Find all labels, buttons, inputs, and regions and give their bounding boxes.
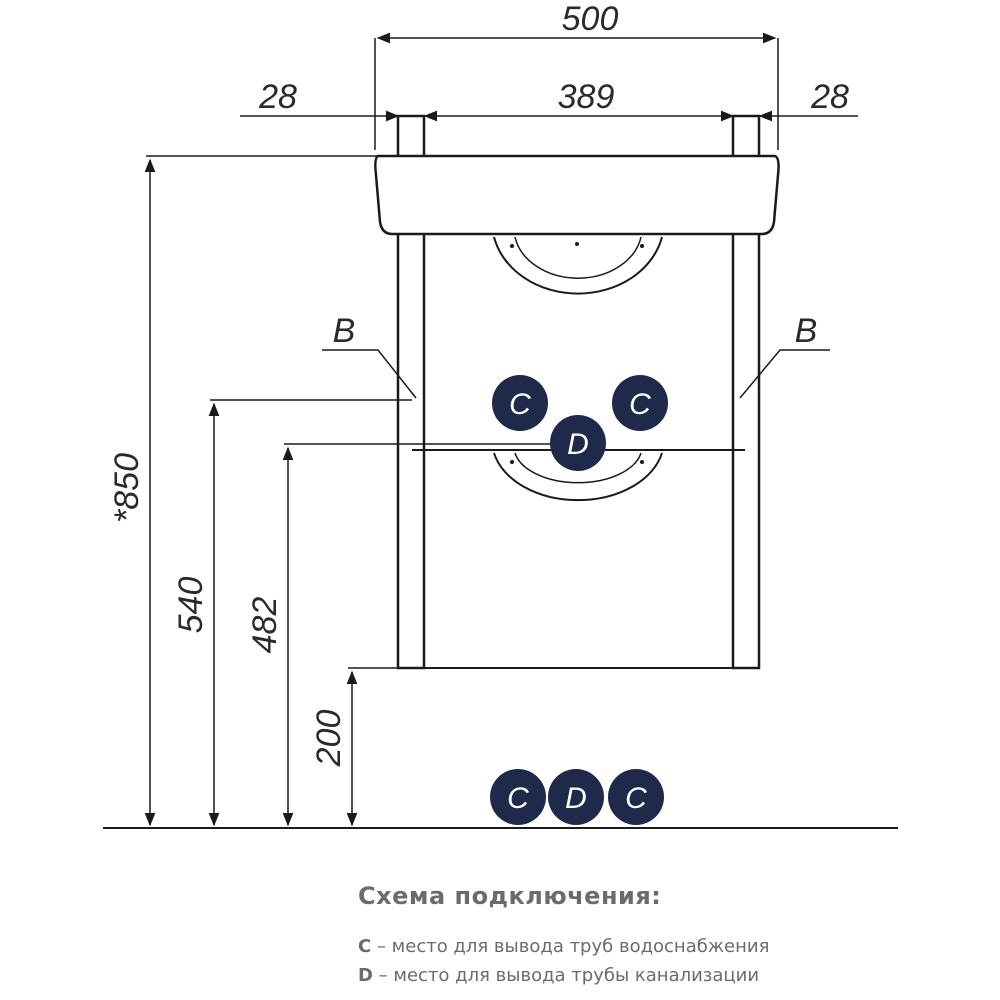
dimension-482: 482 [246,443,560,827]
dimension-540: 540 [172,399,412,827]
dimension-row-2: 28 389 28 [240,78,858,122]
dimension-850: *850 [108,155,385,827]
b-marker-left: B [322,312,417,399]
marker-c-lower-right: C [608,769,664,825]
legend-text-d: – место для вывода трубы канализации [372,965,760,986]
legend-key-c: C [358,936,372,957]
b-left-label: B [333,312,356,350]
svg-text:C: C [507,782,529,815]
svg-text:D: D [567,428,589,461]
legend-key-d: D [358,965,373,986]
dim-389-label: 389 [558,78,615,116]
legend-item-d: D – место для вывода трубы канализации [358,965,978,986]
lower-siphon-cutout [493,452,663,502]
svg-text:C: C [629,388,651,421]
marker-c-upper-right: C [612,375,668,431]
legend: Схема подключения: C – место для вывода … [358,882,978,994]
washbasin-top [374,154,780,236]
legend-item-c: C – место для вывода труб водоснабжения [358,936,978,957]
marker-c-lower-left: C [490,769,546,825]
dimension-200: 200 [310,667,400,827]
legend-text-c: – место для вывода труб водоснабжения [371,936,770,957]
svg-text:C: C [509,388,531,421]
svg-text:C: C [625,782,647,815]
b-marker-right: B [739,312,830,399]
marker-c-upper-left: C [492,375,548,431]
b-right-label: B [795,312,818,350]
legend-title: Схема подключения: [358,882,662,910]
dim-850-label: *850 [108,453,146,523]
dim-28-left-label: 28 [258,78,297,116]
upper-siphon-cutout [493,236,663,295]
dim-540-label: 540 [172,577,210,634]
svg-text:D: D [565,782,587,815]
marker-d-lower: D [548,769,604,825]
connection-diagram: 500 28 389 28 *850 [103,0,898,829]
dimension-500: 500 [374,0,779,150]
dim-28-right-label: 28 [810,78,849,116]
marker-d-upper: D [550,415,606,471]
dim-500-label: 500 [562,0,619,38]
dim-482-label: 482 [246,597,284,654]
dim-200-label: 200 [310,710,348,768]
